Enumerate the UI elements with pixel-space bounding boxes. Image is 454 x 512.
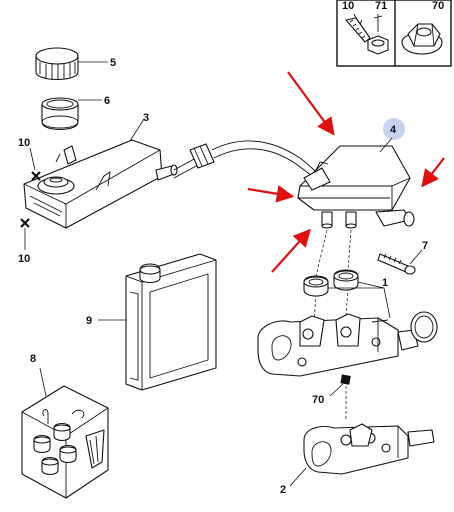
inset-panel: 10 71 70 bbox=[336, 0, 452, 67]
callout-10-upper: 10 bbox=[18, 137, 30, 149]
callout-8: 8 bbox=[30, 353, 36, 365]
repair-kit-box bbox=[21, 385, 109, 499]
reservoir-cap bbox=[35, 47, 79, 81]
master-cylinder-alt bbox=[303, 423, 435, 475]
callout-6: 6 bbox=[104, 95, 110, 107]
circle-highlight-icon bbox=[383, 118, 405, 140]
callout-1: 1 bbox=[382, 277, 388, 289]
x-clip-icon bbox=[20, 218, 30, 228]
callout-71-inset: 71 bbox=[375, 0, 387, 12]
flange-nut-lower bbox=[340, 374, 351, 385]
screw-icon bbox=[345, 13, 371, 43]
reservoir-hose bbox=[173, 140, 319, 179]
callout-2: 2 bbox=[280, 484, 286, 496]
nut-icon bbox=[367, 14, 389, 55]
callout-7: 7 bbox=[422, 240, 428, 252]
callout-10-lower: 10 bbox=[18, 253, 30, 265]
brake-fluid-can bbox=[125, 253, 217, 391]
callout-10-inset: 10 bbox=[342, 0, 354, 12]
callout-9: 9 bbox=[86, 315, 92, 327]
brake-fluid-reservoir bbox=[23, 139, 178, 229]
callout-4: 4 bbox=[390, 124, 397, 136]
callout-5: 5 bbox=[110, 57, 116, 69]
bolt-7 bbox=[377, 253, 416, 275]
flange-nut-icon bbox=[401, 23, 443, 55]
red-arrows bbox=[247, 71, 445, 273]
master-cylinder-body bbox=[257, 311, 438, 377]
callout-3: 3 bbox=[143, 112, 149, 124]
master-cylinder-reservoir bbox=[297, 145, 415, 229]
reservoir-filter bbox=[41, 97, 79, 131]
callout-70-lower: 70 bbox=[312, 394, 324, 406]
seal-grommets bbox=[303, 269, 359, 297]
x-clip-icon bbox=[31, 171, 41, 181]
callout-70-inset: 70 bbox=[432, 0, 444, 12]
